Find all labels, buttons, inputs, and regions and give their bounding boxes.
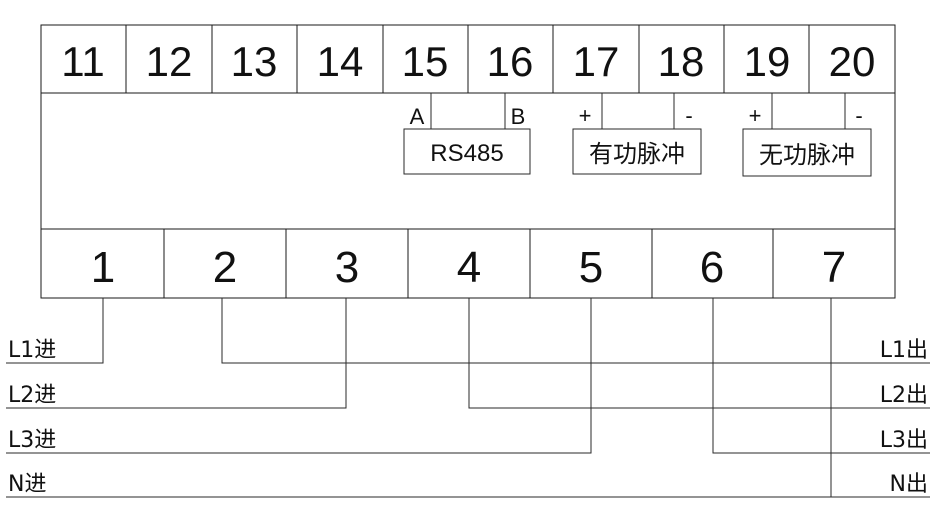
wire-l1-in bbox=[6, 298, 104, 364]
active-pulse-box bbox=[572, 128, 702, 175]
terminal-3: 3 bbox=[335, 243, 359, 292]
active-pulse-plus: + bbox=[579, 103, 592, 128]
wire-labels: L1进 L2进 L3进 N进 L1出 L2出 L3出 N出 bbox=[8, 338, 928, 497]
wire-l2-in bbox=[6, 298, 347, 409]
rs485-box bbox=[403, 128, 531, 175]
terminal-13: 13 bbox=[231, 38, 278, 85]
terminal-6: 6 bbox=[700, 243, 724, 292]
reactive-pulse-plus: + bbox=[749, 103, 762, 128]
terminal-14: 14 bbox=[317, 38, 364, 85]
terminal-12: 12 bbox=[146, 38, 193, 85]
wire-l1-out bbox=[221, 298, 930, 364]
wire-l3-out bbox=[712, 298, 930, 454]
reactive-pulse-box bbox=[742, 128, 872, 177]
label-n-out: N出 bbox=[890, 472, 928, 497]
terminal-15: 15 bbox=[402, 38, 449, 85]
label-l3-in: L3进 bbox=[8, 428, 56, 453]
label-l1-out: L1出 bbox=[880, 338, 928, 363]
wire-l2-out bbox=[468, 298, 930, 409]
wiring-lines bbox=[6, 298, 930, 498]
wire-l3-in bbox=[6, 298, 592, 454]
reactive-pulse-label: 无功脉冲 bbox=[759, 142, 855, 169]
label-l1-in: L1进 bbox=[8, 338, 56, 363]
rs485-b-label: B bbox=[511, 104, 526, 129]
active-pulse-group: + - 有功脉冲 bbox=[572, 93, 702, 175]
top-terminal-grid bbox=[125, 25, 810, 93]
terminal-5: 5 bbox=[579, 243, 603, 292]
reactive-pulse-minus: - bbox=[855, 103, 862, 128]
terminal-1: 1 bbox=[91, 243, 115, 292]
terminal-17: 17 bbox=[573, 38, 620, 85]
terminal-2: 2 bbox=[213, 243, 237, 292]
bottom-terminal-grid bbox=[163, 229, 774, 298]
label-l2-in: L2进 bbox=[8, 383, 56, 408]
rs485-group: A B RS485 bbox=[403, 93, 531, 175]
label-l2-out: L2出 bbox=[880, 383, 928, 408]
label-n-in: N进 bbox=[8, 472, 46, 497]
terminal-20: 20 bbox=[829, 38, 876, 85]
terminal-7: 7 bbox=[822, 243, 846, 292]
active-pulse-label: 有功脉冲 bbox=[589, 141, 685, 168]
bottom-terminal-labels: 1 2 3 4 5 6 7 bbox=[91, 243, 846, 292]
label-l3-out: L3出 bbox=[880, 428, 928, 453]
terminal-18: 18 bbox=[658, 38, 705, 85]
top-terminal-labels: 11 12 13 14 15 16 17 18 19 20 bbox=[61, 38, 875, 85]
terminal-11: 11 bbox=[61, 38, 105, 85]
terminal-4: 4 bbox=[457, 243, 481, 292]
active-pulse-minus: - bbox=[685, 103, 692, 128]
reactive-pulse-group: + - 无功脉冲 bbox=[742, 93, 872, 177]
rs485-a-label: A bbox=[410, 104, 425, 129]
terminal-19: 19 bbox=[744, 38, 791, 85]
rs485-label: RS485 bbox=[430, 140, 503, 167]
terminal-16: 16 bbox=[487, 38, 534, 85]
